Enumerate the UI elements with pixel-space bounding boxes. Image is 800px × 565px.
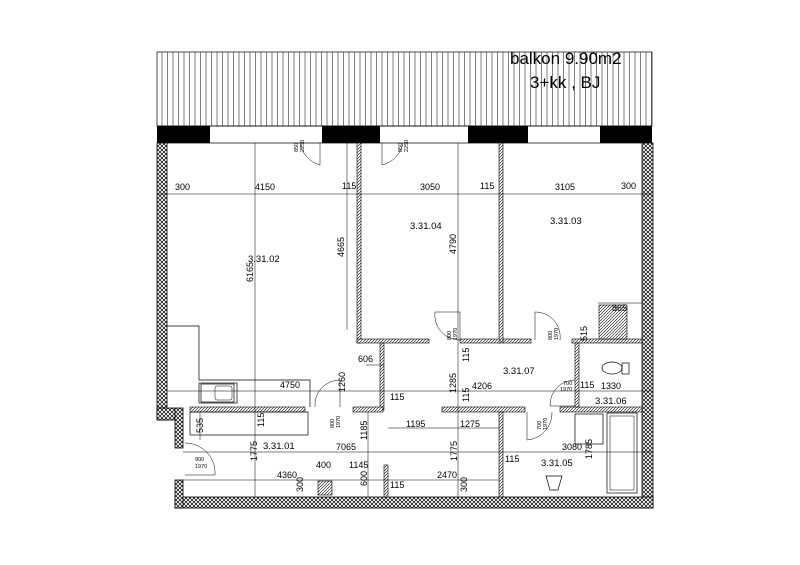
svg-text:1970: 1970: [543, 418, 549, 430]
dimension-label: 400: [316, 460, 331, 470]
facade-top: [157, 125, 652, 144]
dimension-label: 300: [295, 477, 305, 492]
svg-text:2250: 2250: [300, 140, 306, 152]
kitchen-counter: [167, 325, 311, 407]
dimension-label: 115: [480, 181, 494, 191]
svg-text:850: 850: [398, 143, 404, 152]
washing-machine: [574, 413, 604, 445]
dimension-label: 865: [612, 303, 627, 313]
dimension-label: 6165: [245, 262, 255, 282]
dimension-label: 3105: [555, 182, 575, 192]
dimension-label: 1260: [337, 372, 347, 392]
dimension-label: 4750: [280, 380, 300, 390]
dimension-label: 4665: [336, 237, 346, 257]
dimension-label: 115: [256, 413, 266, 427]
dimension-label: 1195: [406, 419, 425, 429]
dimension-label: 606: [358, 354, 373, 364]
dimension-label: 115: [342, 181, 356, 191]
room-label: 3.31.01: [263, 441, 295, 452]
dimension-label: 4150: [255, 182, 275, 192]
room-label: 3.31.03: [550, 216, 582, 227]
dimension-label: 1285: [448, 373, 458, 393]
washbasin-icon: [545, 475, 563, 491]
layout-label: 3+kk , BJ: [530, 73, 600, 92]
svg-text:800: 800: [330, 419, 336, 428]
dimension-label: 1185: [359, 421, 369, 440]
dimension-label: 7065: [336, 442, 356, 452]
dimension-label: 115: [580, 380, 594, 390]
dimension-label: 115: [390, 480, 404, 490]
dimension-label: 535: [195, 418, 205, 433]
interior-walls: [189, 142, 643, 498]
svg-text:700: 700: [563, 381, 572, 387]
svg-text:900: 900: [195, 457, 204, 463]
bathtub-icon: [606, 412, 638, 494]
wardrobe: [189, 411, 309, 436]
balcony-area-label: balkon 9.90m2: [510, 49, 622, 68]
dimension-label: 1275: [460, 419, 480, 429]
dimension-label: 115: [461, 388, 471, 402]
dimension-label: 3050: [420, 182, 440, 192]
dimension-label: 1330: [601, 381, 621, 391]
svg-text:800: 800: [447, 331, 453, 340]
dimension-label: 1775: [249, 441, 259, 461]
room-label: 3.31.07: [503, 366, 535, 377]
balcony-railing: [156, 51, 653, 127]
room-label: 3.31.04: [410, 221, 442, 232]
svg-text:850: 850: [294, 143, 300, 152]
svg-text:1970: 1970: [195, 464, 207, 470]
dimension-label: 515: [579, 326, 589, 341]
dimension-lines: [157, 143, 652, 497]
dimension-label: 2470: [437, 470, 457, 480]
dimension-label: 1785: [584, 439, 594, 459]
room-label: 3.31.02: [248, 254, 280, 265]
dimension-label: 300: [175, 182, 190, 192]
svg-text:1970: 1970: [554, 328, 560, 340]
dimension-label: 4206: [472, 381, 492, 391]
svg-text:700: 700: [537, 421, 543, 430]
svg-text:1970: 1970: [560, 387, 572, 393]
outer-walls: [156, 142, 654, 509]
dimension-label: 115: [461, 348, 471, 362]
dimension-label: 1145: [349, 460, 368, 470]
dimension-label: 3080: [562, 442, 582, 452]
toilet-icon: [601, 361, 630, 375]
dimension-label: 600: [359, 471, 369, 486]
room-label: 3.31.06: [595, 396, 627, 407]
door-swings: [184, 142, 576, 476]
dimension-label: 300: [459, 477, 469, 492]
dimension-label: 4790: [448, 234, 458, 254]
svg-text:2250: 2250: [404, 140, 410, 152]
dimension-label: 115: [505, 454, 519, 464]
dimension-label: 4360: [277, 470, 297, 480]
dimension-label: 1775: [449, 441, 459, 461]
svg-text:1970: 1970: [336, 416, 342, 428]
svg-text:800: 800: [548, 331, 554, 340]
dimension-label: 300: [621, 181, 636, 191]
room-label: 3.31.05: [541, 458, 573, 469]
dimension-label: 115: [390, 392, 404, 402]
svg-text:1970: 1970: [453, 328, 459, 340]
sink-icon: [200, 383, 235, 403]
